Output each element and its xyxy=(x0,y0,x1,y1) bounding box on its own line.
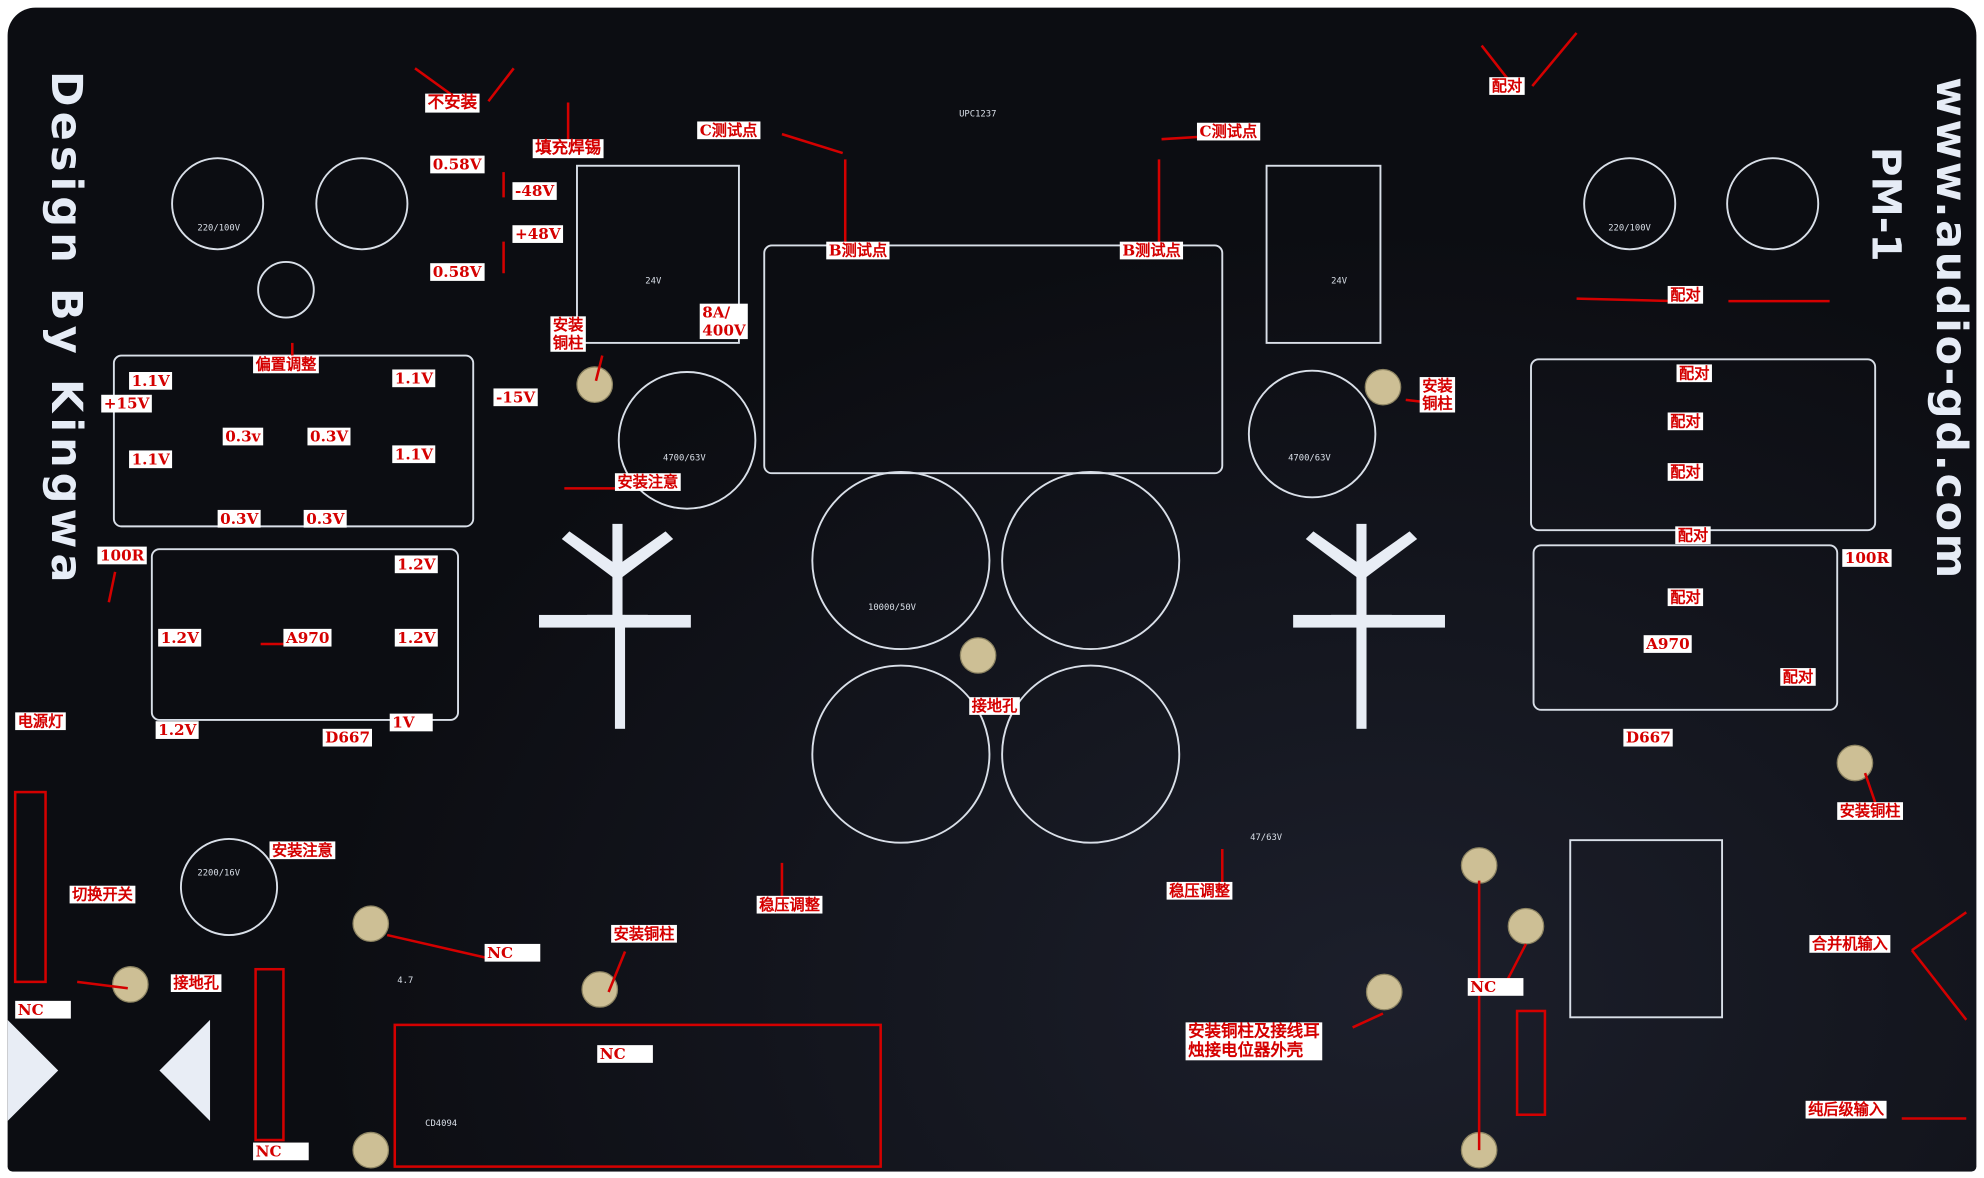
annotation-ground-hole: 接地孔 xyxy=(170,974,222,992)
cap-label: 2200/16V xyxy=(197,867,241,879)
annotation-match: 配对 xyxy=(1667,412,1704,431)
annotation-voltage: 1V xyxy=(389,713,433,732)
annotation-nc: NC xyxy=(597,1045,653,1063)
annotation-voltage: 0.3V xyxy=(307,427,351,446)
annotation-power-amp-input: 纯后级输入 xyxy=(1805,1100,1887,1119)
annotation-b-test-point: B测试点 xyxy=(1119,241,1184,260)
annotation-voltage: -48V xyxy=(512,182,557,200)
annotation-standoff: 安装铜柱 xyxy=(1837,802,1904,820)
website-text: www.audio-gd.com xyxy=(1925,77,1977,581)
annotation-voltage: 1.2V xyxy=(394,628,439,647)
annotation-transistor: A970 xyxy=(1643,635,1693,653)
annotation-voltage: 1.2V xyxy=(158,628,202,647)
annotation-match: 配对 xyxy=(1667,463,1704,481)
annotation-standoff-lug: 安装铜柱及接线耳 烛接电位器外壳 xyxy=(1185,1022,1323,1061)
annotation-voltage: +15V xyxy=(101,394,152,413)
annotation-power-led: 电源灯 xyxy=(15,712,66,731)
annotation-integrated-input: 合并机输入 xyxy=(1809,935,1891,953)
annotation-bias-adjust: 偏置调整 xyxy=(253,355,319,374)
pcb-board: Design By Kingwa www.audio-gd.com PM-1 U… xyxy=(7,7,1977,1172)
annotation-voltage: 1.1V xyxy=(129,450,173,469)
annotation-match: 配对 xyxy=(1676,364,1712,383)
annotation-nc: NC xyxy=(253,1142,309,1161)
annotation-switch: 切换开关 xyxy=(69,885,136,904)
annotation-nc: NC xyxy=(484,943,541,962)
annotation-match: 配对 xyxy=(1489,77,1525,95)
annotation-voltage: 1.1V xyxy=(392,369,436,388)
annotation-voltage: 1.2V xyxy=(155,721,199,739)
cap-label: 47/63V xyxy=(1250,832,1283,843)
annotation-regulator-adjust: 稳压调整 xyxy=(756,895,823,914)
annotation-match: 配对 xyxy=(1675,526,1711,545)
annotation-transistor: D667 xyxy=(322,728,373,747)
annotation-standoff: 安装 铜柱 xyxy=(1419,377,1456,413)
annotation-b-test-point: B测试点 xyxy=(826,241,890,260)
ic-label: UPC1237 xyxy=(959,108,997,119)
annotation-install-note: 安装注意 xyxy=(614,473,681,491)
annotation-transistor: D667 xyxy=(1623,728,1674,747)
annotation-voltage: 0.3v xyxy=(222,427,264,446)
annotation-voltage: 0.3V xyxy=(303,509,347,528)
annotation-transistor: A970 xyxy=(283,628,332,647)
cap-label: 4700/63V xyxy=(663,452,706,464)
annotation-match: 配对 xyxy=(1667,588,1704,607)
annotation-nc: NC xyxy=(1467,978,1524,996)
annotation-voltage: +48V xyxy=(512,225,564,243)
annotation-voltage: -15V xyxy=(493,388,538,407)
annotation-standoff: 安装 铜柱 xyxy=(550,316,586,352)
annotation-c-test-point: C测试点 xyxy=(697,121,760,140)
chip-label: CD4094 xyxy=(425,1118,458,1129)
annotation-match: 配对 xyxy=(1667,285,1704,304)
cap-label: 10000/50V xyxy=(867,602,916,613)
annotation-do-not-install: 不安装 xyxy=(425,93,480,113)
annotation-resistor: 100R xyxy=(97,546,147,565)
annotation-regulator-adjust: 稳压调整 xyxy=(1166,881,1233,900)
annotation-c-test-point: C测试点 xyxy=(1196,122,1260,141)
annotation-voltage: 0.58V xyxy=(430,155,485,174)
annotation-match: 配对 xyxy=(1780,668,1816,686)
annotation-fill-solder: 填充焊锡 xyxy=(532,139,604,159)
annotation-nc: NC xyxy=(15,1000,71,1019)
designer-text: Design By Kingwa xyxy=(40,70,92,588)
annotation-fuse: 8A/ 400V xyxy=(699,303,749,340)
annotation-voltage: 1.2V xyxy=(394,555,439,574)
annotation-voltage: 0.58V xyxy=(430,263,485,281)
relay-label: 24V xyxy=(1331,275,1348,286)
cap-label: 4700/63V xyxy=(1288,452,1331,464)
model-text: PM-1 xyxy=(1862,146,1911,262)
annotation-ground-hole: 接地孔 xyxy=(969,697,1020,715)
cap-label: 220/100V xyxy=(1608,222,1651,233)
resistor-label: 4.7 xyxy=(397,975,414,986)
relay-label: 24V xyxy=(645,275,662,286)
annotation-standoff: 安装铜柱 xyxy=(611,924,677,943)
annotation-install-note: 安装注意 xyxy=(269,841,336,860)
annotation-voltage: 0.3V xyxy=(217,509,261,528)
annotation-resistor: 100R xyxy=(1842,549,1892,567)
annotation-voltage: 1.1V xyxy=(129,371,173,390)
annotation-voltage: 1.1V xyxy=(392,445,436,464)
cap-label: 220/100V xyxy=(197,222,241,233)
